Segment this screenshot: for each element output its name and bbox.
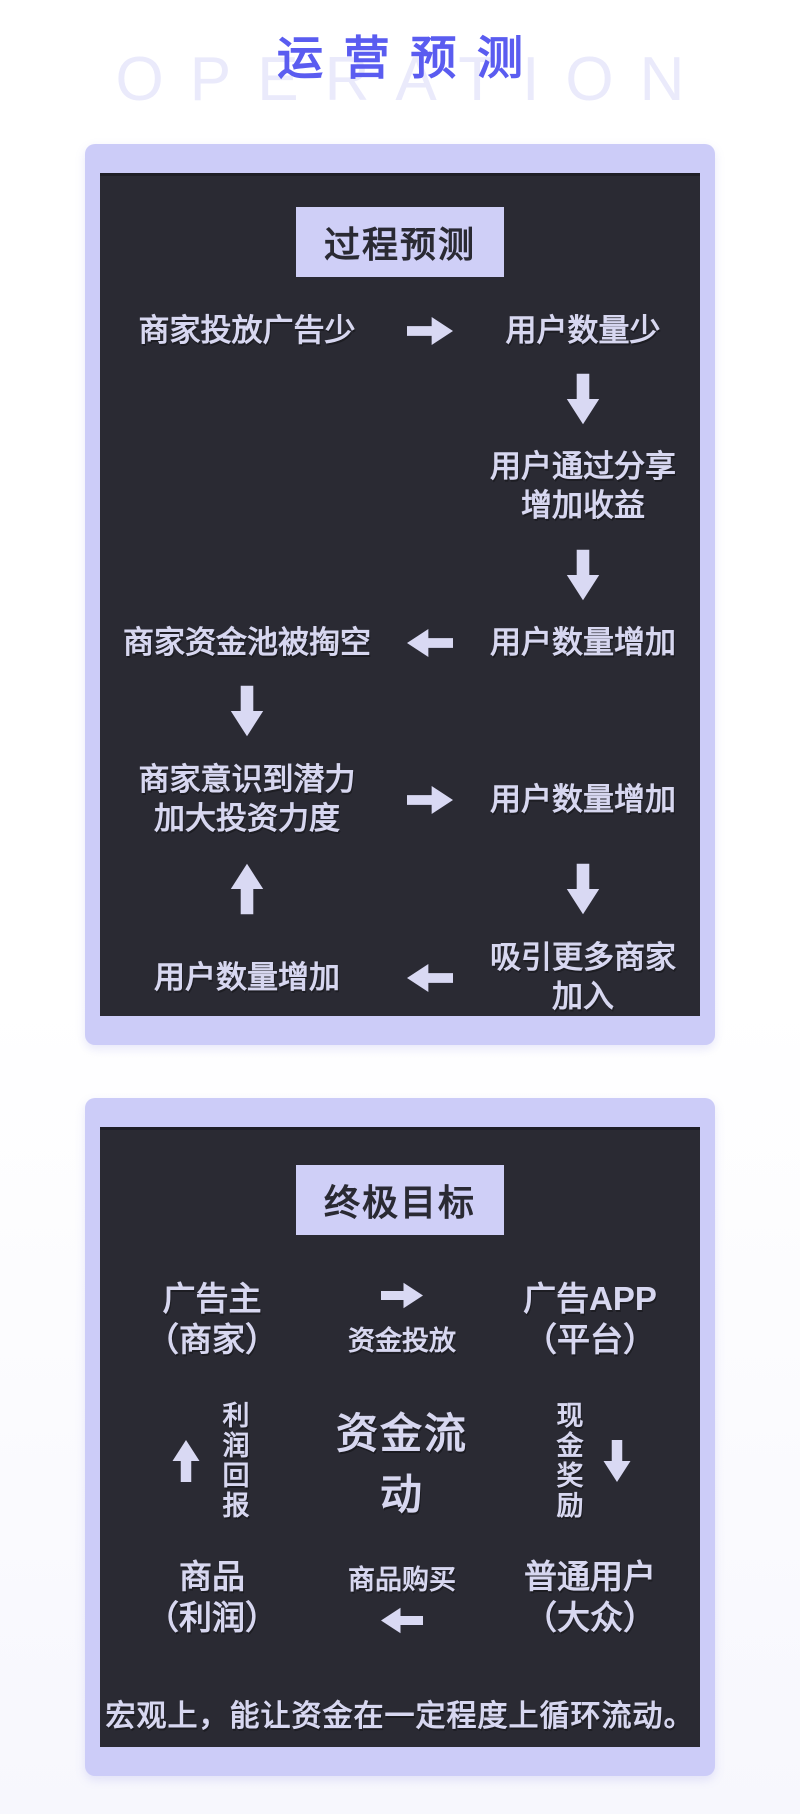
flow-node-users-increase-3: 用户数量增加 [154,959,340,995]
goal-bottom-connector: 商品购买 [324,1555,480,1639]
flow-node-merchants-invest-more: 商家意识到潜力 加大投资力度 [138,762,356,836]
page-header: OPERATION 运营预测 [0,0,800,120]
flow-node-few-users: 用户数量少 [505,312,661,348]
goal-caption: 宏观上，能让资金在一定程度上循环流动。 [105,1700,695,1733]
arrow-down-icon [466,372,700,426]
goal-center-title: 资金流动 [335,1410,468,1518]
goal-bottom-connector-label: 商品购买 [348,1565,456,1595]
arrow-left-icon [394,937,466,1019]
arrow-up-icon [171,1434,201,1488]
arrow-left-icon [381,1605,423,1636]
goal-left-connector: 利润回报 [100,1397,324,1525]
goal-bottom-row: 商品 （利润） 商品购买 普通用户 （大众） [100,1555,700,1639]
goal-node-goods: 商品 （利润） [146,1557,278,1636]
goal-node-ordinary-users: 普通用户 （大众） [524,1557,656,1636]
process-flow-diagram: 商家投放广告少 用户数量少 用户通过分享 增加收益 商家资金池被掏空 用户数量增… [100,311,700,1019]
goal-left-connector-label: 利润回报 [218,1401,249,1521]
arrow-up-icon [100,862,394,916]
arrow-right-icon [394,759,466,841]
arrow-left-icon [394,623,466,663]
process-prediction-badge: 过程预测 [295,207,504,277]
goal-top-connector: 资金投放 [324,1277,480,1361]
flow-node-more-merchants-join: 吸引更多商家 加入 [490,940,676,1014]
ultimate-goal-badge: 终极目标 [295,1165,504,1235]
flow-node-users-increase-2: 用户数量增加 [490,781,676,817]
goal-right-connector-label: 现金奖励 [552,1401,583,1521]
flow-node-users-share-income: 用户通过分享 增加收益 [490,449,676,523]
arrow-down-icon [466,862,700,916]
flow-node-users-increase: 用户数量增加 [490,624,676,660]
goal-node-advertiser: 广告主 （商家） [146,1279,278,1358]
flow-node-merchants-few-ads: 商家投放广告少 [138,312,356,348]
goal-top-connector-label: 资金投放 [348,1326,456,1356]
watermark-text: OPERATION [115,45,711,114]
goal-node-ad-app: 广告APP （平台） [523,1279,657,1358]
ultimate-goal-panel: 终极目标 广告主 （商家） 资金投放 广告APP （平台） [85,1098,715,1776]
arrow-right-icon [381,1280,423,1311]
flow-node-merchant-pool-drained: 商家资金池被掏空 [123,624,371,660]
process-prediction-panel-body: 过程预测 商家投放广告少 用户数量少 用户通过分享 增加收益 商家资金池被掏空 [100,173,700,1016]
arrow-right-icon [394,311,466,351]
ultimate-goal-panel-body: 终极目标 广告主 （商家） 资金投放 广告APP （平台） [100,1127,700,1747]
process-prediction-panel: 过程预测 商家投放广告少 用户数量少 用户通过分享 增加收益 商家资金池被掏空 [85,144,715,1045]
arrow-down-icon [466,548,700,602]
goal-right-connector: 现金奖励 [480,1397,700,1525]
page-title: 运营预测 [276,32,544,84]
arrow-down-icon [100,684,394,738]
arrow-down-icon [602,1434,632,1488]
goal-middle-row: 利润回报 资金流动 现金奖励 [100,1397,700,1525]
goal-top-row: 广告主 （商家） 资金投放 广告APP （平台） [100,1277,700,1361]
